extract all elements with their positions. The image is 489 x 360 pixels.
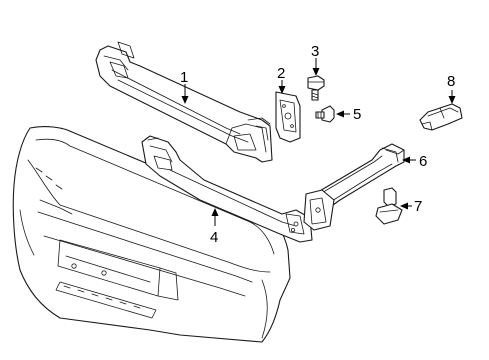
callout-7: 7	[414, 198, 422, 215]
callout-1: 1	[180, 69, 188, 86]
bolt	[315, 105, 335, 123]
bolt	[307, 75, 325, 101]
callout-2: 2	[277, 65, 285, 82]
retainer	[375, 187, 403, 225]
mounting-brace	[303, 143, 405, 231]
energy-absorber	[141, 135, 313, 243]
callout-labels: 1 2 3 4 5 6 7 8	[180, 43, 455, 246]
clip	[419, 103, 463, 131]
bumper-cover	[12, 126, 291, 343]
callout-4: 4	[210, 229, 218, 246]
reinforcement-beam	[95, 41, 273, 163]
leader-lines	[181, 58, 456, 226]
callout-5: 5	[353, 106, 361, 123]
callout-6: 6	[419, 153, 427, 170]
callout-3: 3	[311, 43, 319, 60]
callout-8: 8	[447, 73, 455, 90]
bracket	[275, 91, 301, 143]
